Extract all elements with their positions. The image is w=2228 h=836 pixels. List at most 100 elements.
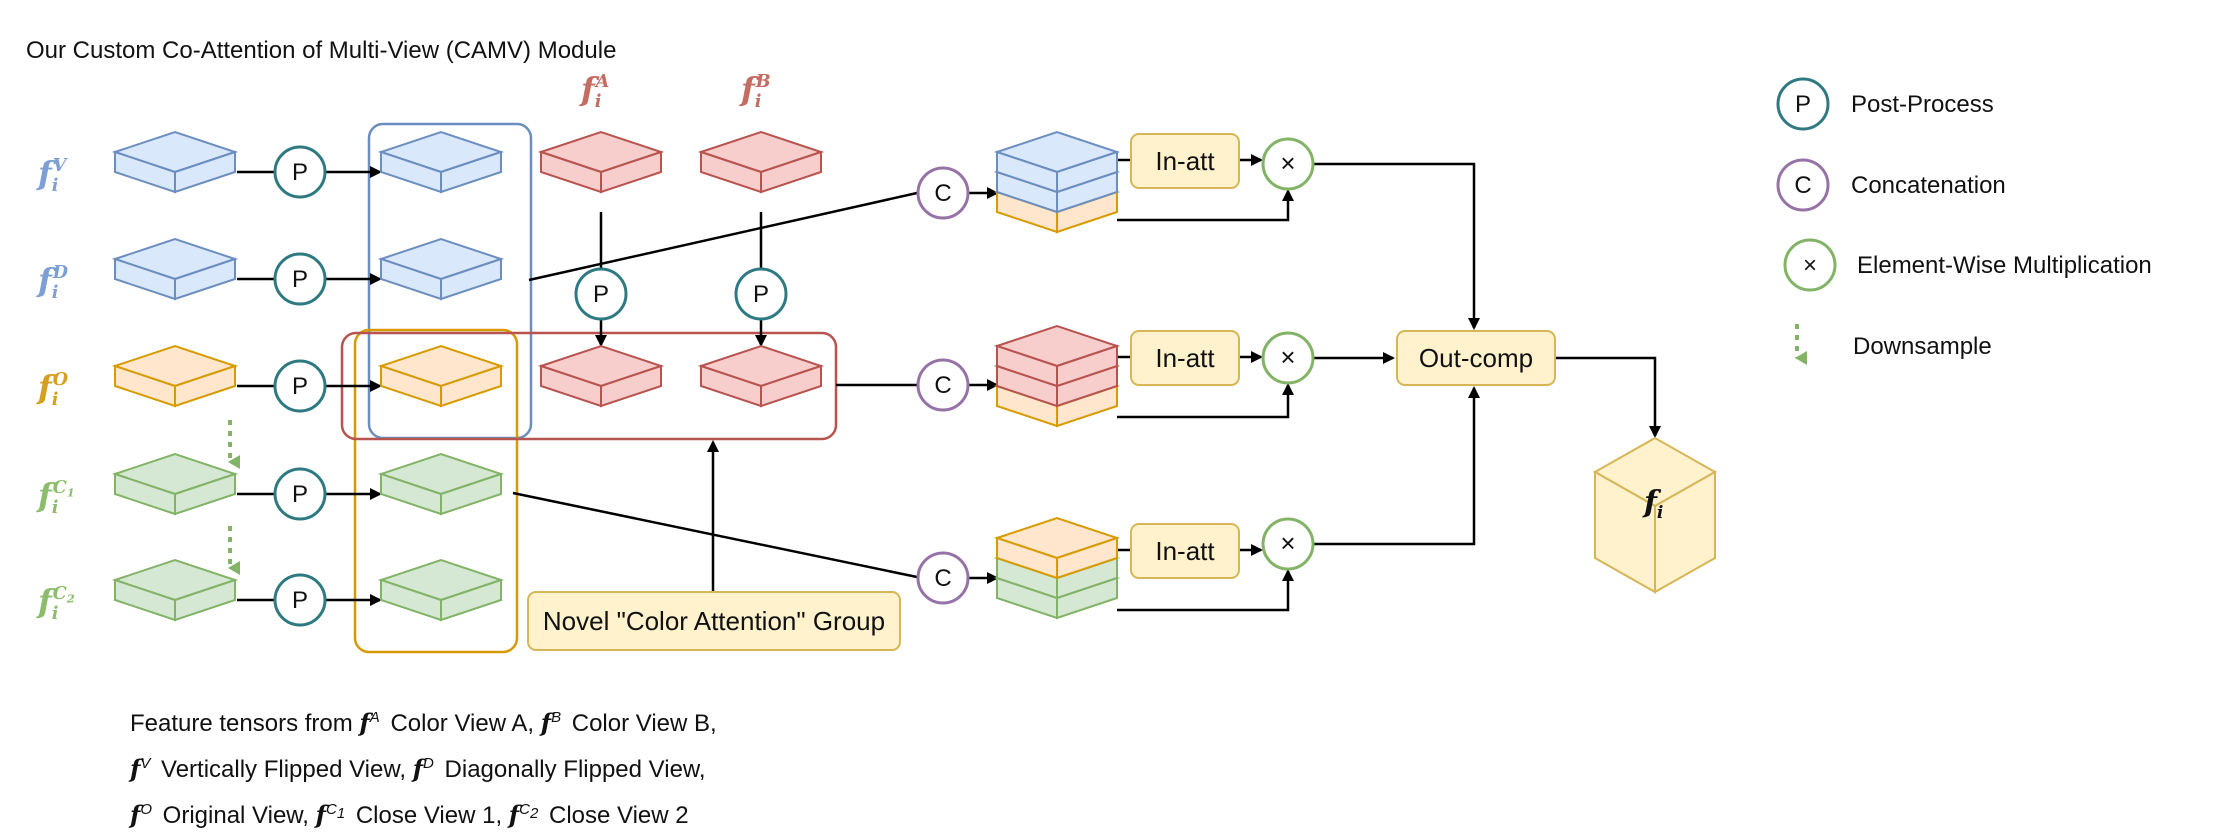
edge-mult-top-to-outcomp	[1314, 162, 1480, 330]
stacked-tensor-top	[993, 130, 1121, 234]
color-view-label-b: fiB	[739, 70, 771, 112]
svg-text:C: C	[1794, 172, 1811, 199]
svg-text:×: ×	[1280, 342, 1295, 372]
post-process-node-color-a: P	[574, 267, 628, 321]
svg-text:C: C	[934, 565, 951, 592]
output-cube	[1592, 436, 1718, 594]
caption-text: Original View,	[162, 802, 309, 829]
concatenation-node-bottom: C	[916, 551, 970, 605]
svg-text:P: P	[292, 159, 308, 186]
legend-label: Concatenation	[1851, 172, 2006, 199]
tensor-input-diagonal	[111, 237, 239, 301]
concatenation-node-middle: C	[916, 358, 970, 412]
tensor-processed-vertical	[377, 130, 505, 194]
tensor-color-processed-a	[537, 344, 665, 408]
svg-text:Out-comp: Out-comp	[1419, 343, 1533, 373]
caption: Feature tensors from fA Color View A, fB…	[130, 698, 890, 836]
stacked-tensor-middle	[993, 324, 1121, 428]
svg-text:P: P	[292, 373, 308, 400]
tensor-processed-close1	[377, 452, 505, 516]
legend-icon	[1776, 77, 1830, 131]
row-label-close1: fiC1	[36, 476, 75, 518]
caption-text: Diagonally Flipped View,	[444, 756, 706, 783]
svg-text:C: C	[934, 372, 951, 399]
symbol-f-d: fD	[412, 754, 434, 783]
post-process-node-color-b: P	[734, 267, 788, 321]
svg-text:P: P	[1795, 91, 1811, 118]
svg-text:P: P	[753, 281, 769, 308]
tensor-processed-close2	[377, 558, 505, 622]
diagram-title: Our Custom Co-Attention of Multi-View (C…	[26, 37, 616, 64]
tensor-processed-diagonal	[377, 237, 505, 301]
svg-text:In-att: In-att	[1155, 343, 1215, 373]
multiplication-node-middle: ×	[1261, 331, 1315, 385]
caption-text: Close View 2	[548, 802, 689, 829]
post-process-node-close2: P	[273, 573, 327, 627]
out-comp-block: Out-comp	[1396, 330, 1556, 386]
svg-text:×: ×	[1803, 252, 1817, 279]
tensor-input-vertical	[111, 130, 239, 194]
caption-line-1: Feature tensors from fA Color View A, fB…	[130, 698, 890, 744]
tensor-input-original	[111, 344, 239, 408]
in-att-block-top: In-att	[1130, 133, 1240, 189]
row-label-diagonal: fiD	[36, 261, 69, 303]
tensor-input-close1	[111, 452, 239, 516]
caption-text: Feature tensors from	[130, 710, 353, 737]
in-att-block-bottom: In-att	[1130, 523, 1240, 579]
edge-close1-to-concat-bottom	[512, 491, 918, 579]
edge-skip-to-mult	[1117, 569, 1294, 612]
legend-icon	[1776, 158, 1830, 212]
symbol-f-a: fA	[359, 708, 380, 737]
edge-skip-to-mult	[1117, 383, 1294, 419]
in-att-block-middle: In-att	[1130, 330, 1240, 386]
caption-text: Vertically Flipped View,	[161, 756, 407, 783]
row-label-close2: fiC2	[36, 582, 75, 624]
legend-item-c: C Concatenation	[1776, 158, 2006, 212]
post-process-node-close1: P	[273, 467, 327, 521]
symbol-f-o: fO	[130, 800, 152, 829]
symbol-f-b: fB	[540, 708, 562, 737]
post-process-node-original: P	[273, 359, 327, 413]
tensor-color-processed-b	[697, 344, 825, 408]
legend-icon	[1783, 238, 1837, 292]
svg-text:×: ×	[1280, 148, 1295, 178]
legend-item-down: Downsample	[1795, 324, 1992, 365]
concatenation-node-top: C	[916, 166, 970, 220]
color-view-label-a: fiA	[579, 70, 609, 112]
row-label-original: fiO	[36, 368, 69, 410]
legend-label: Post-Process	[1851, 91, 1994, 118]
group-box-close-views	[353, 328, 519, 654]
legend-item-x: × Element-Wise Multiplication	[1783, 238, 2152, 292]
legend-item-p: P Post-Process	[1776, 77, 1994, 131]
legend-label: Downsample	[1853, 333, 1992, 360]
caption-line-2: fV Vertically Flipped View, fD Diagonall…	[130, 744, 890, 790]
symbol-f-c2: fC2	[508, 800, 539, 829]
edge-outcomp-to-output	[1555, 356, 1661, 438]
legend-label: Element-Wise Multiplication	[1857, 252, 2152, 279]
caption-text: Close View 1,	[355, 802, 503, 829]
stacked-tensor-bottom	[993, 516, 1121, 620]
tensor-input-close2	[111, 558, 239, 622]
svg-text:×: ×	[1280, 528, 1295, 558]
symbol-f-v: fV	[130, 754, 151, 783]
row-label-vertical: fiV	[36, 154, 69, 196]
svg-text:P: P	[292, 481, 308, 508]
edge-diagonal-to-concat-top	[528, 191, 918, 282]
svg-text:P: P	[292, 266, 308, 293]
caption-text: Color View A,	[390, 710, 535, 737]
color-attention-label: Novel "Color Attention" Group	[527, 591, 901, 651]
tensor-color-view-b	[697, 130, 825, 194]
post-process-node-vertical: P	[273, 145, 327, 199]
svg-text:C: C	[934, 180, 951, 207]
multiplication-node-bottom: ×	[1261, 517, 1315, 571]
post-process-node-diagonal: P	[273, 252, 327, 306]
edge-skip-to-mult	[1117, 189, 1294, 222]
caption-text: Color View B,	[571, 710, 717, 737]
tensor-processed-original	[377, 344, 505, 408]
tensor-color-view-a	[537, 130, 665, 194]
svg-text:In-att: In-att	[1155, 536, 1215, 566]
caption-line-3: fO Original View, fC1 Close View 1, fC2 …	[130, 790, 890, 836]
edge-mult-bottom-to-outcomp	[1314, 386, 1480, 546]
svg-text:Novel "Color Attention" Group: Novel "Color Attention" Group	[543, 606, 885, 636]
symbol-f-c1: fC1	[315, 800, 346, 829]
